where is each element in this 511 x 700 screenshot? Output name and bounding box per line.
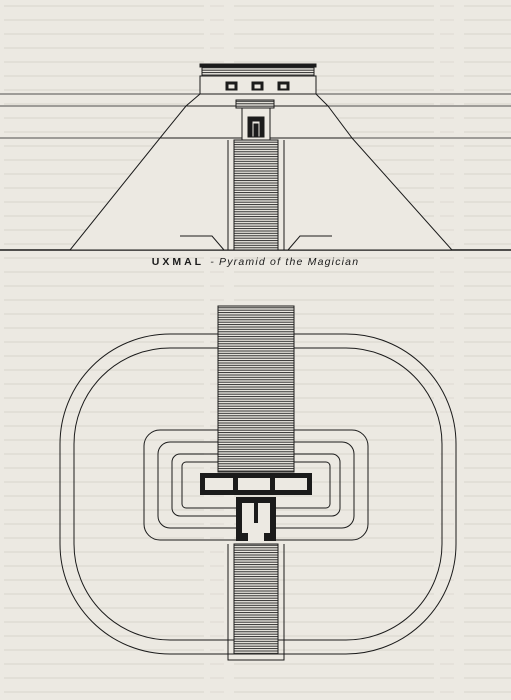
elevation-view (0, 63, 511, 251)
summit-temple-door-frame-3 (279, 83, 288, 90)
lower-temple-cornice (235, 99, 275, 109)
lower-temple-doorway-core (253, 123, 259, 138)
summit-temple-cornice (199, 63, 317, 68)
caption-title: Pyramid of the Magician (219, 256, 360, 268)
plan-lower-temple-pier (254, 503, 258, 523)
plan-view (59, 305, 457, 661)
caption-site-name: UXMAL (151, 256, 205, 268)
caption-separator: - (210, 256, 215, 268)
elevation-base-step-right (287, 235, 332, 251)
plan-temple-outer-wall (200, 473, 312, 495)
plan-staircase-front (233, 543, 279, 655)
plan-staircase-landing (227, 653, 285, 661)
plan-lower-temple-threshold (248, 533, 264, 541)
summit-temple-door-frame-2 (253, 83, 262, 90)
summit-temple-door-frame-1 (227, 83, 236, 90)
elevation-base-step-left (180, 235, 225, 251)
plan-staircase-main (217, 305, 295, 473)
figure-caption: UXMAL - Pyramid of the Magician (0, 256, 511, 268)
plan-temple-walls (200, 473, 312, 495)
elevation-staircase (233, 139, 279, 251)
